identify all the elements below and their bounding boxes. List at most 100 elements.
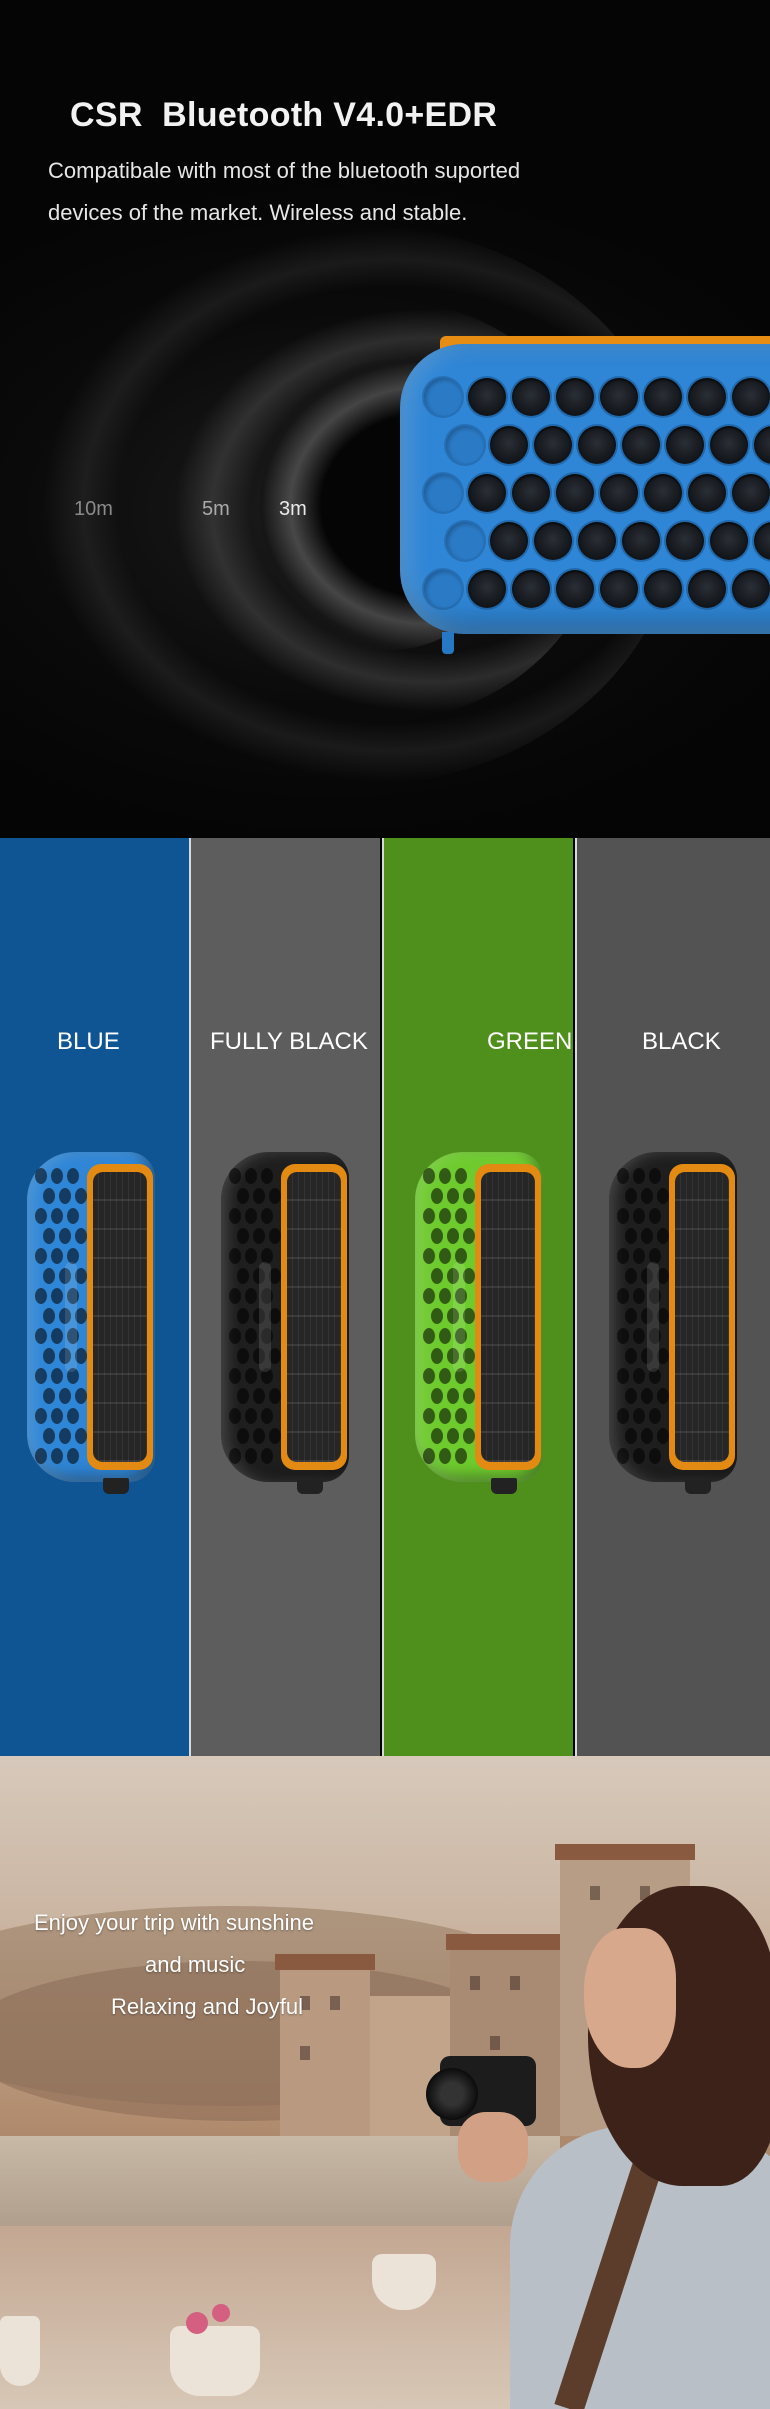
grille-hole: [468, 474, 506, 512]
building-roof: [275, 1954, 375, 1970]
speaker-hole: [641, 1348, 653, 1364]
speaker-hole: [447, 1348, 459, 1364]
distance-label-10m: 10m: [74, 498, 113, 520]
speaker-hole: [431, 1428, 443, 1444]
speaker-hole: [35, 1248, 47, 1264]
speaker-bottom-tab: [685, 1478, 711, 1494]
speaker-hole: [431, 1348, 443, 1364]
speaker-hole: [625, 1388, 637, 1404]
speaker-hole: [51, 1208, 63, 1224]
speaker-hole: [657, 1268, 669, 1284]
speaker-hole: [633, 1248, 645, 1264]
building-window: [510, 1976, 520, 1990]
speaker-hole: [649, 1368, 661, 1384]
speaker-hole: [423, 1328, 435, 1344]
grille-hole: [446, 522, 484, 560]
grille-hole: [644, 378, 682, 416]
speaker-hole: [245, 1168, 257, 1184]
speaker-hole: [75, 1428, 87, 1444]
bluetooth-title: CSR Bluetooth V4.0+EDR: [70, 96, 498, 134]
speaker-hole: [43, 1188, 55, 1204]
speaker-hole: [649, 1208, 661, 1224]
speaker-foot: [442, 632, 454, 654]
grille-hole: [754, 522, 770, 560]
speaker-hole: [229, 1248, 241, 1264]
speaker-hole: [261, 1288, 273, 1304]
speaker-hole: [253, 1428, 265, 1444]
speaker-hole: [431, 1308, 443, 1324]
speaker-hole: [67, 1408, 79, 1424]
speaker-bottom-tab: [491, 1478, 517, 1494]
speaker-hole: [431, 1228, 443, 1244]
speaker-hole: [51, 1248, 63, 1264]
speaker-hole: [253, 1348, 265, 1364]
speaker-hole: [253, 1268, 265, 1284]
building-window: [470, 1976, 480, 1990]
speaker-hole: [423, 1288, 435, 1304]
speaker-hole: [455, 1248, 467, 1264]
speaker-black: [609, 1152, 741, 1496]
lifestyle-section: [0, 1756, 770, 2409]
flower: [212, 2304, 230, 2322]
grille-hole: [578, 426, 616, 464]
speaker-hole: [51, 1368, 63, 1384]
speaker-shell: [400, 344, 770, 634]
lifestyle-text-line-2: and music: [145, 1952, 246, 1977]
speaker-hole: [657, 1228, 669, 1244]
grille-hole: [512, 378, 550, 416]
speaker-hole: [423, 1248, 435, 1264]
lifestyle-text-line-1: Enjoy your trip with sunshine: [34, 1910, 315, 1935]
speaker-hole: [463, 1388, 475, 1404]
speaker-logo-strip: [65, 1262, 77, 1372]
speaker-hole: [269, 1228, 281, 1244]
speaker-hole: [633, 1368, 645, 1384]
speaker-hole: [617, 1288, 629, 1304]
speaker-hole: [431, 1388, 443, 1404]
speaker-hole: [59, 1308, 71, 1324]
speaker-hole: [237, 1228, 249, 1244]
grille-hole: [622, 426, 660, 464]
grille-hole: [600, 474, 638, 512]
color-label-fully-black: FULLY BLACK: [210, 1028, 368, 1055]
speaker-hole: [75, 1228, 87, 1244]
speaker-hole: [237, 1428, 249, 1444]
speaker-hole: [447, 1428, 459, 1444]
grille-hole: [710, 426, 748, 464]
speaker-hole: [67, 1208, 79, 1224]
building-roof: [555, 1844, 695, 1860]
speaker-hole: [59, 1428, 71, 1444]
speaker-hole: [51, 1448, 63, 1464]
camera-lens: [426, 2068, 478, 2120]
speaker-hole: [625, 1188, 637, 1204]
speaker-hole: [439, 1448, 451, 1464]
speaker-hole: [455, 1408, 467, 1424]
speaker-hole: [617, 1168, 629, 1184]
grille-hole: [710, 522, 748, 560]
speaker-hole: [649, 1288, 661, 1304]
speaker-hole: [269, 1268, 281, 1284]
speaker-hole: [463, 1308, 475, 1324]
speaker-hole: [245, 1448, 257, 1464]
speaker-hole: [463, 1188, 475, 1204]
speaker-hole: [455, 1208, 467, 1224]
building-roof: [446, 1934, 564, 1950]
speaker-hole: [463, 1228, 475, 1244]
speaker-hole: [261, 1368, 273, 1384]
panel-divider: [575, 838, 577, 1756]
speaker-hole: [245, 1288, 257, 1304]
speaker-hole: [67, 1288, 79, 1304]
building-window: [590, 1886, 600, 1900]
speaker-hole: [423, 1408, 435, 1424]
grille-hole: [666, 426, 704, 464]
speaker-hole: [447, 1268, 459, 1284]
speaker-hole: [59, 1388, 71, 1404]
panel-divider: [189, 838, 191, 1756]
speaker-hole: [245, 1368, 257, 1384]
speaker-hole: [439, 1168, 451, 1184]
solar-panel-frame: [281, 1164, 347, 1470]
speaker-hole: [43, 1388, 55, 1404]
speaker-hole: [617, 1248, 629, 1264]
speaker-hole: [649, 1168, 661, 1184]
building-window: [330, 1996, 340, 2010]
grille-hole: [556, 570, 594, 608]
